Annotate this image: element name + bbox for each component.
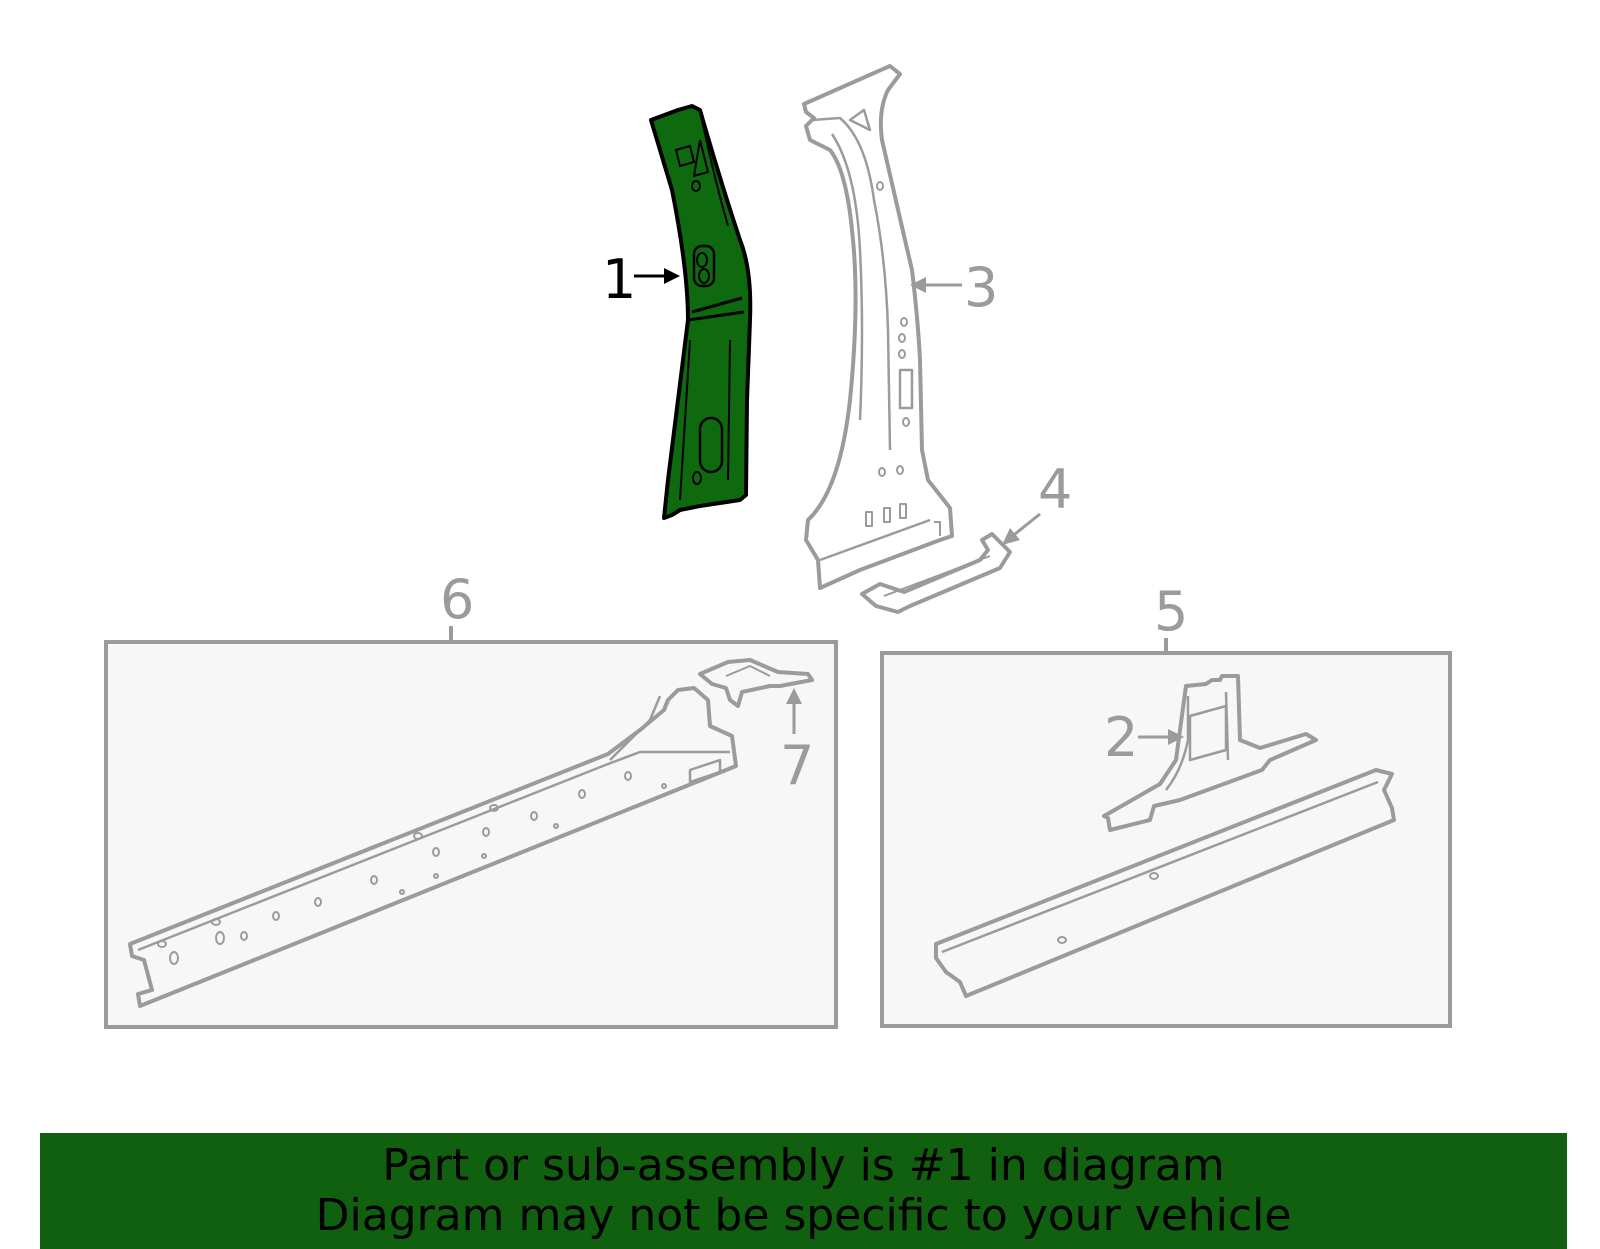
callout-2: 2 (1104, 706, 1138, 769)
banner-line-2: Diagram may not be specific to your vehi… (315, 1190, 1292, 1241)
part-7-bracket[interactable] (698, 658, 814, 708)
inset-box-6 (104, 626, 838, 1029)
part-4-bracket[interactable] (860, 532, 1012, 614)
part-6-rocker-panel[interactable] (128, 686, 738, 1008)
leader-4 (1002, 512, 1041, 545)
part-1-pillar-highlighted[interactable] (649, 104, 753, 520)
callout-5: 5 (1154, 580, 1188, 643)
banner-line-1: Part or sub-assembly is #1 in diagram (382, 1140, 1225, 1191)
leader-7 (786, 688, 802, 734)
callout-3: 3 (964, 256, 998, 319)
part-3-pillar[interactable] (802, 64, 954, 590)
leader-3 (910, 277, 962, 293)
info-banner: Part or sub-assembly is #1 in diagram Di… (40, 1133, 1567, 1249)
callout-7: 7 (780, 734, 814, 797)
leader-2 (1138, 729, 1184, 745)
inset-box-5 (880, 638, 1452, 1028)
part-2-reinforcement[interactable] (1102, 674, 1318, 832)
callout-6: 6 (440, 568, 474, 631)
callout-4: 4 (1038, 458, 1072, 521)
leader-1 (634, 268, 680, 284)
part-5-rocker-panel[interactable] (934, 768, 1396, 998)
callout-1: 1 (602, 248, 636, 311)
